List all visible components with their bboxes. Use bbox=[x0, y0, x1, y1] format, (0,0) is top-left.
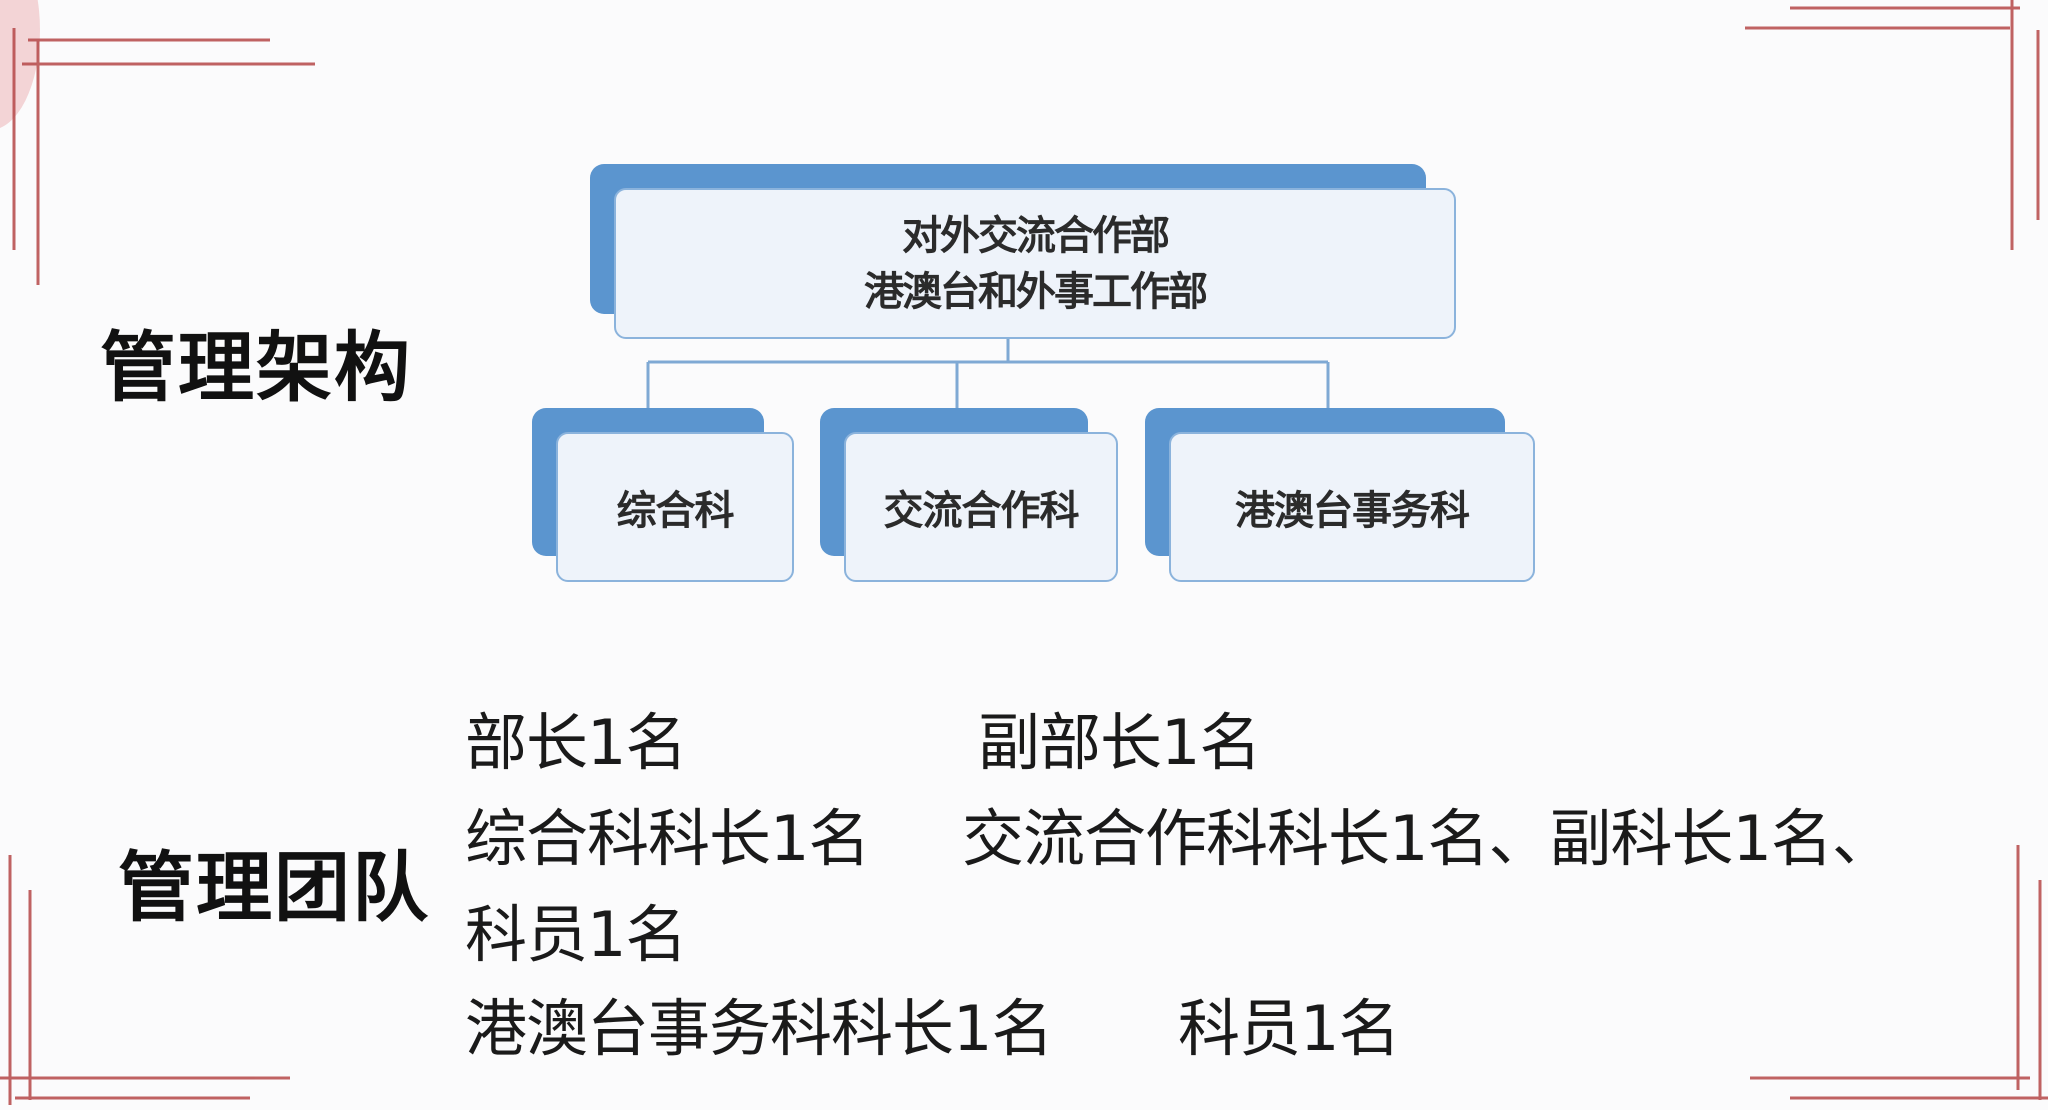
org-root-line2: 港澳台和外事工作部 bbox=[864, 267, 1208, 315]
org-child-node-general-box: 综合科 bbox=[556, 432, 794, 582]
team-general-section-chief: 综合科科长1名 bbox=[465, 802, 870, 875]
team-title: 管理团队 bbox=[118, 843, 430, 932]
org-child-label-general: 综合科 bbox=[616, 487, 735, 534]
org-root-line1: 对外交流合作部 bbox=[902, 211, 1170, 259]
team-hkmt-clerk: 科员1名 bbox=[1178, 992, 1400, 1065]
org-child-node-general: 综合科 bbox=[532, 408, 794, 582]
org-root-node: 对外交流合作部 港澳台和外事工作部 bbox=[590, 164, 1456, 339]
team-hkmt-section-chief: 港澳台事务科科长1名 bbox=[465, 992, 1053, 1065]
org-child-label-hkmt: 港澳台事务科 bbox=[1235, 487, 1470, 534]
team-exchange-clerk: 科员1名 bbox=[465, 898, 687, 971]
team-deputy-director: 副部长1名 bbox=[978, 706, 1261, 779]
structure-title: 管理架构 bbox=[100, 323, 412, 412]
org-child-node-exchange: 交流合作科 bbox=[820, 408, 1118, 582]
team-exchange-section-staff: 交流合作科科长1名、副科长1名、 bbox=[962, 802, 1894, 875]
org-child-label-exchange: 交流合作科 bbox=[883, 487, 1080, 534]
team-director: 部长1名 bbox=[465, 706, 687, 779]
org-child-node-hkmt: 港澳台事务科 bbox=[1145, 408, 1535, 582]
org-child-node-exchange-box: 交流合作科 bbox=[844, 432, 1118, 582]
org-root-node-label: 对外交流合作部 港澳台和外事工作部 bbox=[864, 208, 1208, 320]
org-child-node-hkmt-box: 港澳台事务科 bbox=[1169, 432, 1535, 582]
org-root-node-box: 对外交流合作部 港澳台和外事工作部 bbox=[614, 188, 1456, 339]
